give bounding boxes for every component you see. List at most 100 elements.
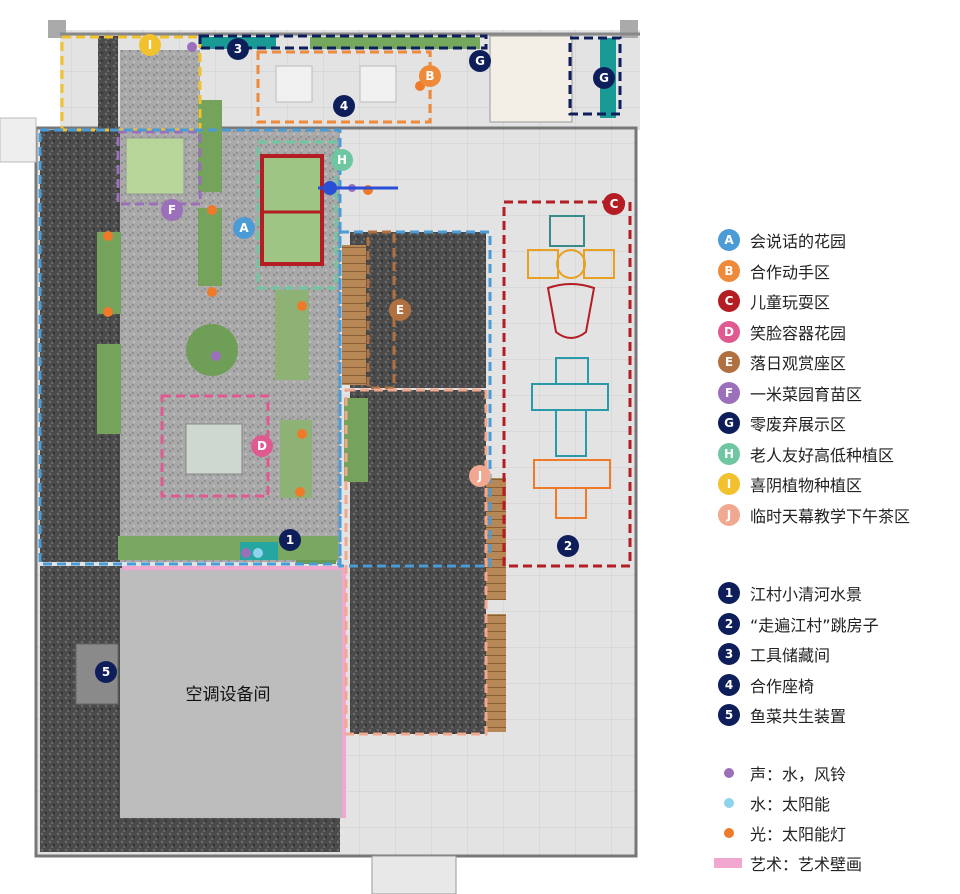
marker-4 <box>333 95 355 117</box>
tea-bench-2 <box>486 614 506 732</box>
svg-text:A: A <box>239 221 249 235</box>
svg-text:G: G <box>599 71 609 85</box>
legend-item: C 儿童玩耍区 <box>718 288 830 314</box>
legend-item: 声：水，风铃 <box>718 760 846 786</box>
svg-text:J: J <box>477 469 482 483</box>
legend-label: 合作座椅 <box>750 676 815 696</box>
legend-item: E 落日观赏座区 <box>718 349 846 375</box>
gravel-strip-top <box>98 36 118 148</box>
legend-item: 3 工具储藏间 <box>718 641 830 667</box>
legend-label: 水：太阳能 <box>750 795 831 814</box>
svg-text:2: 2 <box>564 539 572 553</box>
legend-label: 笑脸容器花园 <box>750 323 847 343</box>
marker-H <box>331 149 353 171</box>
legend-label: 江村小清河水景 <box>750 585 863 604</box>
legend-item: B 合作动手区 <box>718 258 830 284</box>
legend-label: 合作动手区 <box>750 262 831 282</box>
legend-label: 鱼菜共生装置 <box>750 707 847 726</box>
legend-item: 2 “走遍江村”跳房子 <box>718 611 879 637</box>
gravel-bed-low <box>350 390 486 734</box>
legend-item: 艺术：艺术壁画 <box>714 850 863 876</box>
gravel-bed-mid <box>350 232 486 388</box>
entrance-stair <box>371 855 457 894</box>
legend-label: 喜阴植物种植区 <box>750 476 863 495</box>
legend-badge: A <box>718 229 740 251</box>
site-outline <box>34 126 638 858</box>
marker-F <box>161 199 183 221</box>
legend-badge: 4 <box>718 673 740 696</box>
legend-label: 艺术：艺术壁画 <box>750 855 863 874</box>
legend-label: 声：水，风铃 <box>750 765 847 784</box>
marker-I <box>139 34 161 56</box>
svg-text:G: G <box>475 54 485 68</box>
legend-item: A 会说话的花园 <box>718 227 846 253</box>
marker-G1 <box>469 50 491 72</box>
svg-text:E: E <box>396 303 404 317</box>
legend-item: G 零废弃展示区 <box>718 410 846 436</box>
plan-markers: I 3 G G B 4 H F A C E D J 1 2 5 <box>95 34 625 683</box>
legend-dot <box>724 798 734 808</box>
svg-text:D: D <box>257 439 267 453</box>
legend-label: 儿童玩耍区 <box>750 293 831 312</box>
sunset-bench <box>342 245 366 385</box>
legend-badge: F <box>718 381 740 404</box>
legend-item: D 笑脸容器花园 <box>718 319 846 345</box>
legend-item: 光：太阳能灯 <box>718 820 846 846</box>
legend-item: J 临时天幕教学下午茶区 <box>718 502 910 528</box>
legend-badge: D <box>718 320 740 343</box>
legend-badge: C <box>718 290 740 312</box>
svg-text:1: 1 <box>286 533 294 547</box>
svg-text:I: I <box>148 38 152 52</box>
legend-dot <box>724 768 734 778</box>
legend-badge: 5 <box>718 704 740 726</box>
legend-badge: 2 <box>718 612 740 635</box>
legend-label: 零废弃展示区 <box>750 415 847 434</box>
svg-text:3: 3 <box>234 42 242 56</box>
legend-label: 落日观赏座区 <box>750 354 847 373</box>
legend-item: H 老人友好高低种植区 <box>718 441 894 467</box>
marker-B <box>419 65 441 87</box>
svg-text:B: B <box>425 69 434 83</box>
legend-item: 水：太阳能 <box>718 790 830 816</box>
legend-label: 老人友好高低种植区 <box>750 445 895 465</box>
marker-3 <box>227 38 249 60</box>
marker-G2 <box>593 67 615 89</box>
legend-label: 工具储藏间 <box>750 646 831 665</box>
legend-badge: H <box>718 442 740 465</box>
svg-text:C: C <box>610 197 619 211</box>
hopscotch <box>527 215 615 519</box>
marker-1 <box>279 529 301 551</box>
legend-item: 4 合作座椅 <box>718 672 814 698</box>
legend-badge: J <box>718 503 740 526</box>
legend-label: 临时天幕教学下午茶区 <box>750 506 911 526</box>
ac-equipment-room <box>120 568 342 818</box>
legend-badge: E <box>718 351 740 373</box>
marker-E <box>389 299 411 321</box>
gravel-bed-top <box>120 50 200 132</box>
legend-dot <box>724 828 734 838</box>
marker-A <box>233 217 255 239</box>
svg-text:F: F <box>168 203 176 217</box>
element-dots <box>103 42 425 558</box>
left-stair <box>0 117 37 163</box>
ac-room-label: 空调设备间 <box>186 685 271 705</box>
marker-J <box>469 465 491 487</box>
svg-text:H: H <box>337 153 347 167</box>
legend-item: 5 鱼菜共生装置 <box>718 702 846 728</box>
svg-text:4: 4 <box>340 99 348 113</box>
legend-badge: 3 <box>718 643 740 665</box>
legend-label: 光：太阳能灯 <box>750 825 847 844</box>
entry-room <box>489 35 573 123</box>
legend-swatch <box>714 858 742 868</box>
marker-5 <box>95 661 117 683</box>
legend-label: “走遍江村”跳房子 <box>750 615 879 635</box>
legend-label: 会说话的花园 <box>750 232 847 251</box>
legend-badge: B <box>718 259 740 282</box>
coop-seating <box>275 65 397 103</box>
legend-badge: G <box>718 412 740 434</box>
